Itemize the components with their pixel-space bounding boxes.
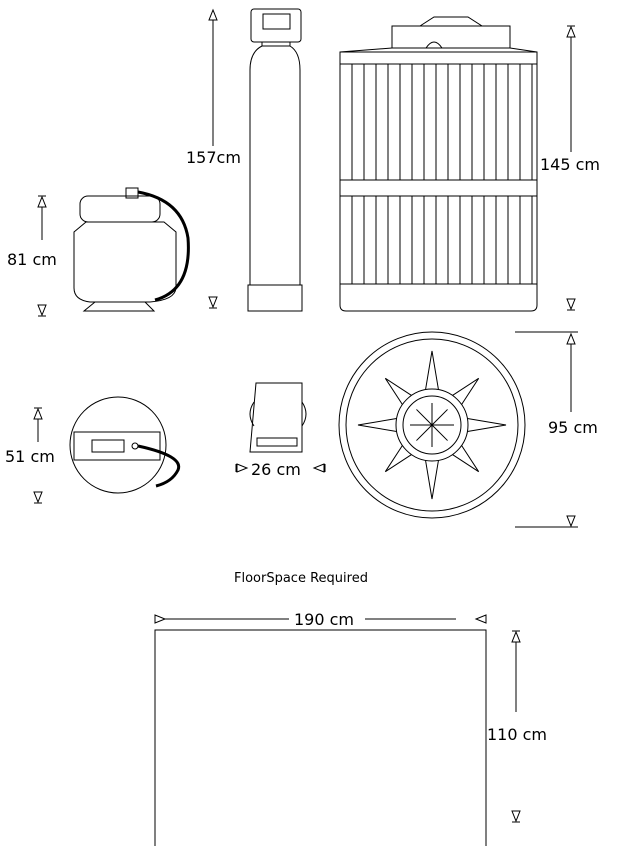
ro-unit-height-dimension: 81 cm (7, 195, 57, 317)
tank-spoke (416, 424, 433, 441)
tank-spike (384, 445, 412, 473)
floor-space-caption: FloorSpace Required (234, 571, 368, 586)
ro-top-height-dimension: 51 cm (5, 407, 55, 504)
cylinder-height-dimension: 157cm (186, 8, 241, 309)
tank-spike (425, 460, 439, 500)
brine-tank-top (338, 331, 526, 519)
floor-width-dimension: 190 cm (154, 610, 487, 629)
ro-unit-top (69, 396, 181, 494)
cylinder-width-dimension: 26 cm (235, 460, 326, 479)
tank-spike (357, 418, 397, 432)
floor-depth-dimension: 110 cm (487, 630, 547, 823)
tank-height-dimension: 145 cm (540, 25, 600, 311)
floor-width-label: 190 cm (294, 610, 354, 629)
tank-diameter-label: 95 cm (548, 418, 598, 437)
floor-depth-label: 110 cm (487, 725, 547, 744)
floor-space-area (154, 629, 487, 846)
ro-top-height-label: 51 cm (5, 447, 55, 466)
ro-unit-height-label: 81 cm (7, 250, 57, 269)
softener-cylinder-top (249, 382, 307, 453)
tank-spoke (431, 424, 448, 441)
tank-height-label: 145 cm (540, 155, 600, 174)
tank-spike (452, 445, 480, 473)
cylinder-width-label: 26 cm (251, 460, 301, 479)
softener-cylinder-side (247, 8, 303, 312)
tank-spike (467, 418, 507, 432)
ro-unit-side (73, 187, 190, 312)
tank-spoke (431, 409, 448, 426)
tank-diameter-dimension: 95 cm (515, 331, 598, 528)
tank-spoke (416, 409, 433, 426)
tank-spike (425, 350, 439, 390)
tank-spike (452, 377, 480, 405)
brine-tank-side (339, 16, 538, 312)
cylinder-height-label: 157cm (186, 148, 241, 167)
tank-spike (384, 377, 412, 405)
